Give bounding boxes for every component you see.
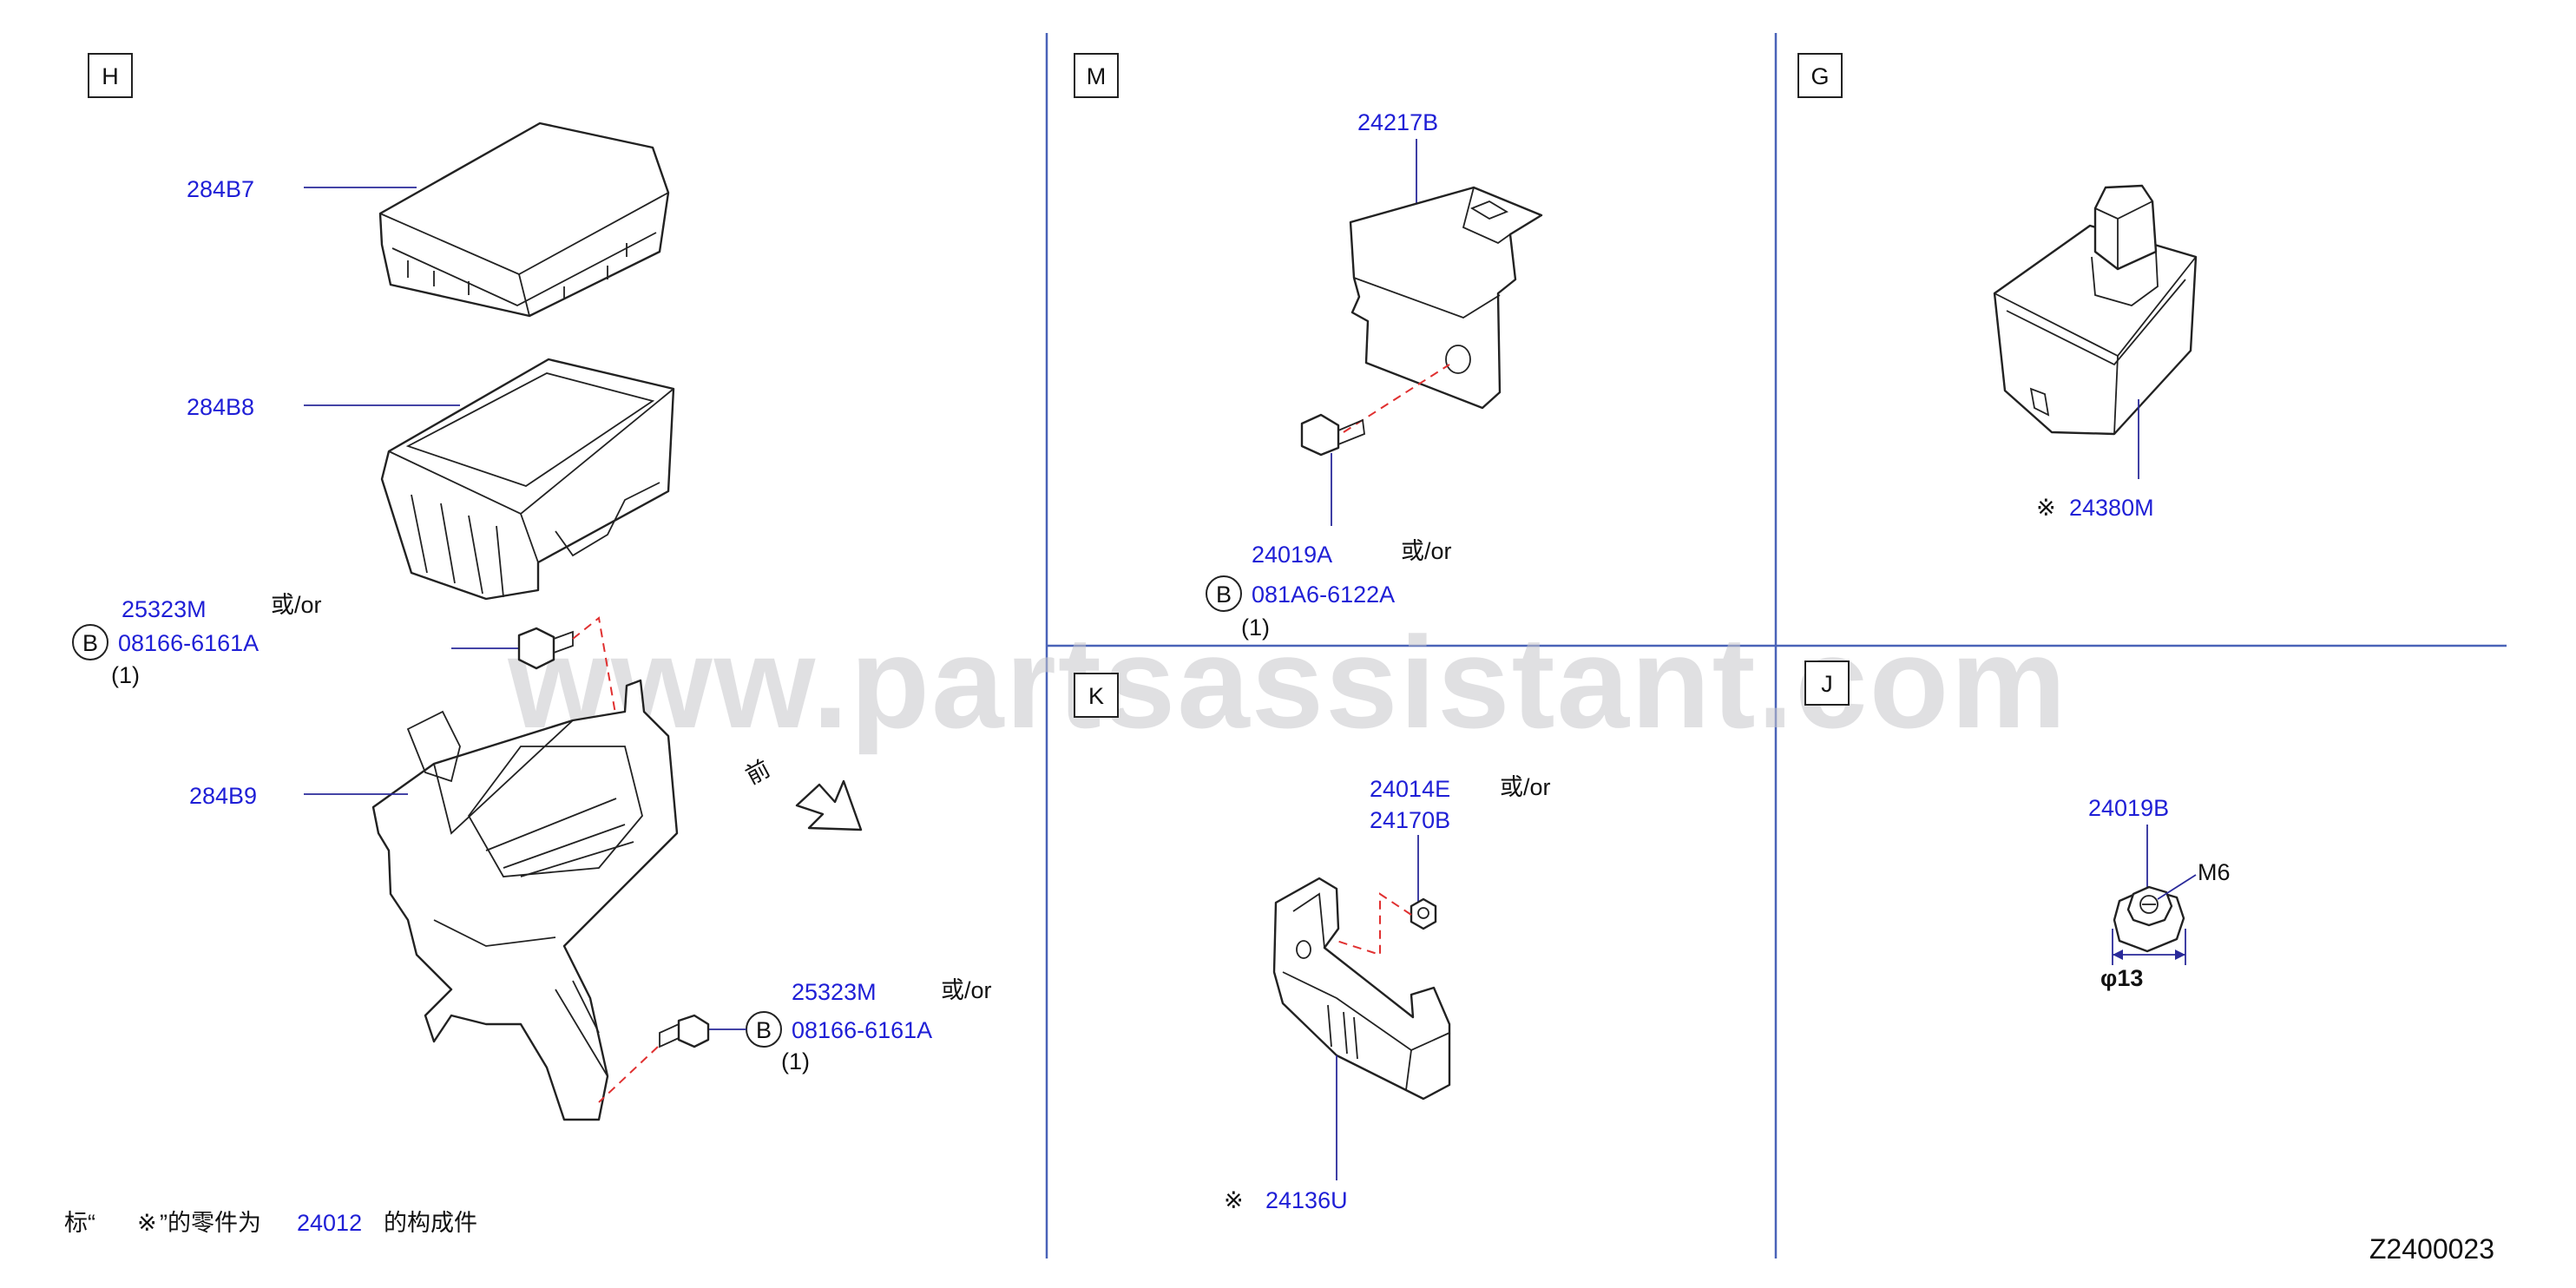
part-cover-284B7[interactable]	[378, 122, 670, 318]
panel-J-letter: J	[1821, 671, 1833, 697]
part-bolt-2[interactable]	[659, 1014, 710, 1048]
panel-G-letter-box	[1797, 53, 1843, 98]
quantity-1: (1)	[111, 662, 140, 688]
footnote-part-number[interactable]: 24012	[297, 1210, 362, 1236]
part-number-24170B[interactable]: 24170B	[1370, 807, 1450, 833]
or-label-1: 或/or	[271, 592, 322, 618]
thread-size-M6: M6	[2198, 859, 2231, 885]
part-number-081A6-6122A[interactable]: 081A6-6122A	[1252, 582, 1395, 608]
quantity-2: (1)	[781, 1048, 810, 1074]
front-arrow-icon	[795, 779, 863, 831]
dashed-leader-bolt-2	[598, 1046, 659, 1103]
quantity-M: (1)	[1241, 614, 1270, 641]
part-number-08166-6161A-1[interactable]: 08166-6161A	[118, 630, 259, 656]
part-upper-case-284B8[interactable]	[380, 358, 675, 601]
part-screw-24019A[interactable]	[1300, 413, 1365, 457]
part-number-284B7[interactable]: 284B7	[187, 176, 254, 202]
or-label-M: 或/or	[1401, 538, 1452, 564]
part-relay-24380M[interactable]	[1993, 184, 2198, 436]
bolt-marker-B-M	[1206, 575, 1242, 612]
part-nut-K[interactable]	[1410, 897, 1437, 930]
panel-H-letter: H	[102, 63, 119, 89]
bolt-marker-B-2-text: B	[756, 1017, 772, 1043]
panel-H-letter-box	[88, 53, 133, 98]
part-bolt-1[interactable]	[517, 627, 574, 670]
footnote-mark: ※	[137, 1210, 157, 1236]
part-number-24136U[interactable]: 24136U	[1265, 1187, 1348, 1213]
footnote: 标“ ※ ”的零件为 24012 的构成件	[64, 1210, 477, 1236]
footnote-suffix: 的构成件	[384, 1210, 477, 1236]
panel-M: M 24217B 24019A 或/or B 081A6-6122A (1)	[1074, 53, 1543, 641]
part-number-25323M-2[interactable]: 25323M	[792, 979, 877, 1005]
bolt-marker-B-M-text: B	[1216, 582, 1232, 608]
footnote-prefix: 标“	[64, 1210, 95, 1236]
panel-J: J 24019B M6 φ13	[1804, 660, 2231, 991]
bolt-marker-B-1-text: B	[82, 630, 98, 656]
part-number-284B9[interactable]: 284B9	[189, 783, 257, 809]
part-number-24014E[interactable]: 24014E	[1370, 776, 1450, 802]
panel-G-letter: G	[1810, 63, 1829, 89]
part-bracket-24136U[interactable]	[1272, 877, 1451, 1101]
part-number-24019B[interactable]: 24019B	[2088, 795, 2169, 821]
or-label-K: 或/or	[1500, 774, 1551, 800]
panel-G: G ※ 24380M	[1797, 53, 2198, 521]
part-number-284B8[interactable]: 284B8	[187, 394, 254, 420]
part-number-24380M[interactable]: 24380M	[2069, 495, 2154, 521]
part-nut-24019B[interactable]	[2113, 885, 2185, 953]
diagram-id: Z2400023	[2369, 1233, 2494, 1265]
part-number-08166-6161A-2[interactable]: 08166-6161A	[792, 1017, 932, 1043]
part-number-25323M-1[interactable]: 25323M	[122, 596, 207, 622]
part-number-24217B[interactable]: 24217B	[1357, 109, 1438, 135]
footnote-middle: ”的零件为	[160, 1210, 261, 1236]
front-label: 前	[741, 755, 774, 789]
part-number-24019A[interactable]: 24019A	[1252, 542, 1332, 568]
part-bracket-24217B[interactable]	[1349, 186, 1543, 410]
panel-J-letter-box	[1804, 660, 1850, 706]
panel-H: H 284B7 284B8 25323M 或/or B 08166-6161A …	[64, 53, 992, 1236]
note-mark-24136U: ※	[1224, 1187, 1244, 1213]
note-mark-24380M: ※	[2036, 495, 2056, 521]
dashed-leader-bolt-1	[572, 616, 617, 720]
leader-M6	[2157, 874, 2197, 900]
part-lower-case-284B9[interactable]	[371, 679, 679, 1121]
dimension-line-phi13	[2112, 929, 2186, 965]
panel-M-letter-box	[1074, 53, 1119, 98]
dashed-leader-K	[1336, 892, 1412, 956]
panel-M-letter: M	[1087, 63, 1107, 89]
panel-K: K 24014E 或/or 24170B ※ 24136U	[1074, 673, 1551, 1213]
panel-K-letter: K	[1088, 683, 1104, 709]
or-label-2: 或/or	[941, 977, 992, 1003]
bolt-marker-B-1	[72, 624, 108, 660]
diameter-phi13: φ13	[2100, 965, 2143, 991]
panel-K-letter-box	[1074, 673, 1119, 718]
